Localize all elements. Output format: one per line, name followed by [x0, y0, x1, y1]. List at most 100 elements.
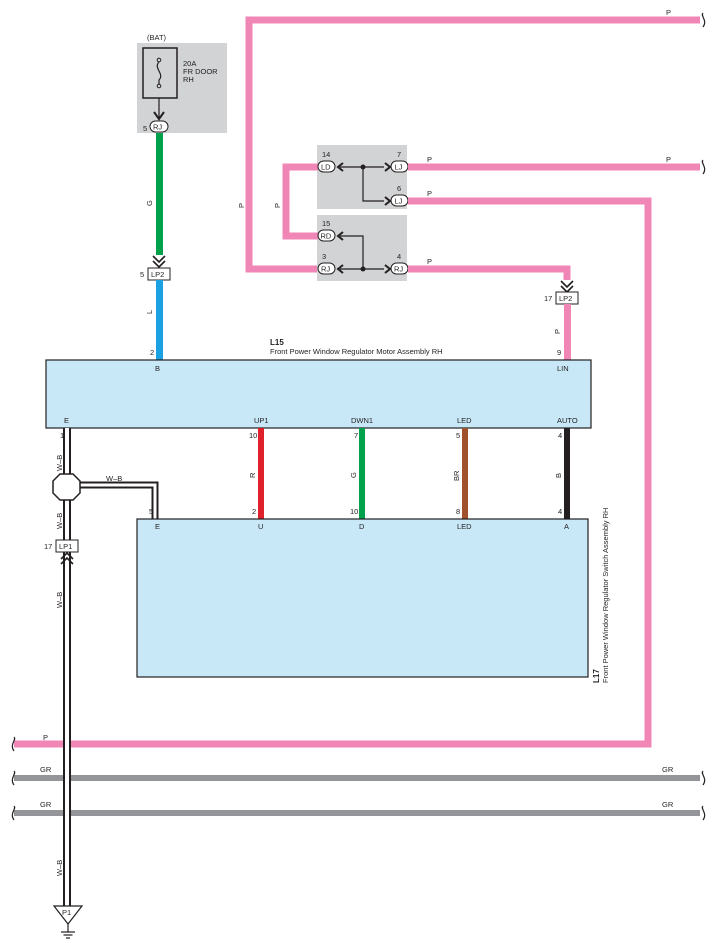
l15-pin-led-num: 5 — [456, 431, 460, 440]
wire-wb-label-2: W–B — [106, 474, 122, 483]
l17-pin-u: U — [258, 522, 263, 531]
arrow-icon — [384, 196, 392, 206]
rj-left-label: RJ — [321, 265, 330, 274]
l17-pin-e-num: 5 — [149, 507, 153, 516]
wire-p-lin-label: P — [553, 329, 562, 334]
wire-p-top-label: P — [666, 8, 671, 17]
fuse-icon — [156, 57, 162, 89]
ld-label: LD — [321, 163, 331, 172]
l15-pin-led: LED — [457, 416, 472, 425]
lp2-right-label: LP2 — [559, 294, 572, 303]
ld-pin: 14 — [322, 150, 330, 159]
wire-b — [564, 428, 570, 520]
l17-pin-a-num: 4 — [558, 507, 562, 516]
l17-pin-d: D — [359, 522, 365, 531]
wire-p-ljtop-label: P — [427, 155, 432, 164]
rj-bat-label: RJ — [153, 123, 162, 132]
wire-p-right-label: P — [666, 155, 671, 164]
l15-component — [45, 359, 592, 429]
wire-p-bottom-label: P — [43, 733, 48, 742]
wire-wb-crossing — [63, 770, 71, 822]
fuse-box-background — [137, 43, 227, 133]
wire-wb-branch — [80, 481, 159, 520]
rd-label: RD — [321, 232, 332, 241]
lp1-pin: 17 — [44, 542, 52, 551]
wire-p-ljbot-label: P — [427, 189, 432, 198]
wire-break-icon — [11, 736, 16, 752]
lp2-left-label: LP2 — [151, 270, 164, 279]
l15-pin-up1: UP1 — [254, 416, 269, 425]
arrow-icon — [153, 111, 165, 121]
arrow-icon — [336, 162, 344, 172]
wire-p-lj-bot — [14, 197, 652, 748]
wire-l-label: L — [145, 310, 154, 314]
arrow-icon — [384, 264, 392, 274]
l15-pin-lin-num: 9 — [557, 348, 561, 357]
l15-pin-e: E — [64, 416, 69, 425]
l15-pin-lin: LIN — [557, 364, 569, 373]
arrow-icon — [336, 231, 344, 241]
fuse-name-line2: RH — [183, 75, 194, 84]
fuse-frame — [142, 47, 178, 99]
l15-pin-e-num: 1 — [60, 431, 64, 440]
wire-break-icon — [701, 159, 706, 175]
double-arrow-icon — [152, 255, 166, 269]
wire-gr-2-left-label: GR — [40, 800, 52, 809]
double-arrow-icon — [560, 280, 574, 294]
wire-break-icon — [701, 805, 706, 821]
wire-gr-1-right-label: GR — [662, 765, 674, 774]
rd-connector — [317, 229, 336, 242]
ground-label: P1 — [62, 908, 71, 917]
wire-g — [156, 133, 163, 255]
battery-label: (BAT) — [147, 33, 167, 42]
rd-pin: 15 — [322, 219, 330, 228]
l17-pin-u-num: 2 — [252, 507, 256, 516]
fuse-name-line1: FR DOOR — [183, 67, 218, 76]
rj-right-label: RJ — [394, 265, 403, 274]
wire-p-main — [245, 16, 700, 273]
l15-pin-dwn1: DWN1 — [351, 416, 373, 425]
wire-b-label: B — [554, 473, 563, 478]
lp2-right-pin: 17 — [544, 294, 552, 303]
rj-bat-pin: 5 — [143, 124, 147, 133]
splice-point — [52, 473, 81, 501]
wire-p-ld-rd — [282, 163, 318, 240]
wire-gr-2 — [14, 810, 700, 816]
rj-left-pin: 3 — [322, 252, 326, 261]
wire-p-loop-label: P — [273, 203, 282, 208]
wire-break-icon — [701, 12, 706, 28]
l17-pin-led-num: 8 — [456, 507, 460, 516]
lj-bot-label: LJ — [395, 197, 403, 206]
fuse-rating: 20A — [183, 59, 196, 68]
l17-code: L17 — [592, 669, 601, 683]
l17-pin-e: E — [155, 522, 160, 531]
wire-l — [156, 280, 163, 360]
wire-p-left-label: P — [237, 203, 246, 208]
wire-br-label: BR — [452, 470, 461, 481]
lp1-label: LP1 — [59, 542, 72, 551]
wire-g-dwn — [359, 428, 365, 520]
wire-break-icon — [11, 805, 16, 821]
wire-wb-ground — [63, 428, 71, 908]
wire-br — [462, 428, 468, 520]
l15-code: L15 — [270, 338, 284, 347]
lp2-left-pin: 5 — [140, 270, 144, 279]
l15-pin-auto: AUTO — [557, 416, 578, 425]
l17-pin-d-num: 10 — [350, 507, 358, 516]
wire-wb-label-5: W–B — [55, 860, 64, 876]
l17-component — [136, 518, 589, 678]
wire-wb-label-3: W–B — [55, 513, 64, 529]
rj-right-pin: 4 — [397, 252, 401, 261]
wire-gr-2-right-label: GR — [662, 800, 674, 809]
wire-gr-1-left-label: GR — [40, 765, 52, 774]
lj-top-pin: 7 — [397, 150, 401, 159]
wire-g-label: G — [145, 200, 154, 206]
rj-bat-connector — [149, 120, 169, 133]
wire-r-label: R — [248, 472, 257, 478]
l15-pin-b-num: 2 — [150, 348, 154, 357]
lj-top-label: LJ — [395, 163, 403, 172]
wire-break-icon — [701, 770, 706, 786]
wire-p-rjright-label: P — [427, 257, 432, 266]
lj-bot-pin: 6 — [397, 184, 401, 193]
l15-title: Front Power Window Regulator Motor Assem… — [270, 347, 443, 356]
